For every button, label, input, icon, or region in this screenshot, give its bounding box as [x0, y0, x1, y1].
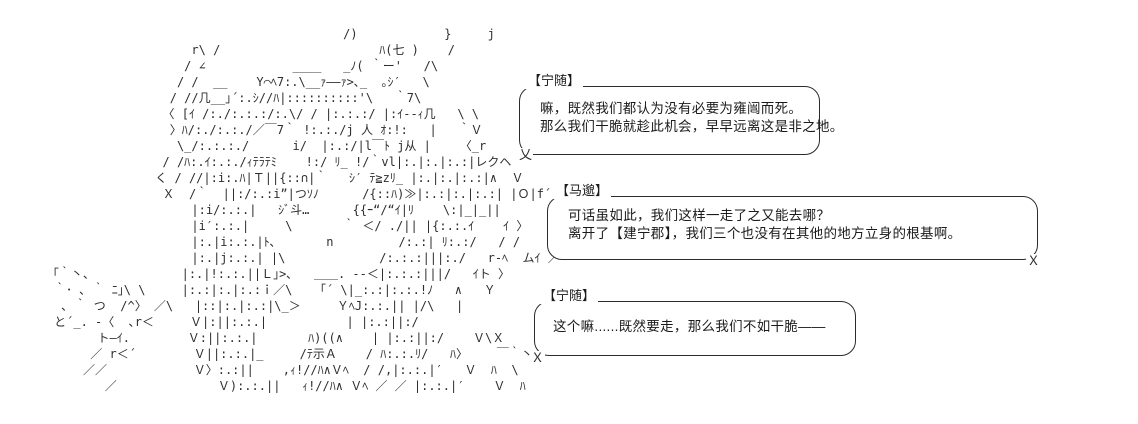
dialogue-text: 可话虽如此，我们这样一走了之又能去哪？ 离开了【建宁郡】，我们三个也没有在其他的… [548, 197, 1037, 242]
bubble-tail-icon: 乂 [518, 147, 534, 162]
speaker-name-label: 【马邈】 [553, 180, 612, 199]
dialogue-line: 离开了【建宁郡】，我们三个也没有在其他的地方立身的根基啊。 [568, 225, 962, 241]
ascii-art: /) } j r\ / ﾊ(七 ) / / ∠ ____ _ﾉ( ｀ー' /\ … [46, 27, 561, 393]
dialogue-text: 嘛，既然我们都认为没有必要为雍闿而死。 那么我们干脆就趁此机会，早早远离这是非之… [520, 87, 844, 135]
dialogue-line: 那么我们干脆就趁此机会，早早远离这是非之地。 [540, 118, 844, 134]
speaker-name-label: 【宁随】 [525, 70, 584, 89]
speech-bubble-1: 【宁随】 嘛，既然我们都认为没有必要为雍闿而死。 那么我们干脆就趁此机会，早早远… [518, 70, 844, 161]
bubble-tail-icon: Ｘ [530, 350, 546, 365]
speech-bubble-2: 【马邈】 可话虽如此，我们这样一走了之又能去哪？ 离开了【建宁郡】，我们三个也没… [547, 180, 1041, 267]
speech-bubble-3: 【宁随】 这个嘛......既然要走，那么我们不如干脆—— Ｘ [530, 285, 856, 364]
speaker-name-label: 【宁随】 [540, 285, 599, 304]
dialogue-line: 这个嘛......既然要走，那么我们不如干脆—— [553, 319, 826, 334]
dialogue-line: 嘛，既然我们都认为没有必要为雍闿而死。 [540, 101, 803, 116]
dialogue-text: 这个嘛......既然要走，那么我们不如干脆—— [535, 302, 855, 336]
dialogue-line: 可话虽如此，我们这样一走了之又能去哪？ [568, 208, 831, 223]
bubble-tail-icon: Ｘ [1025, 253, 1041, 268]
